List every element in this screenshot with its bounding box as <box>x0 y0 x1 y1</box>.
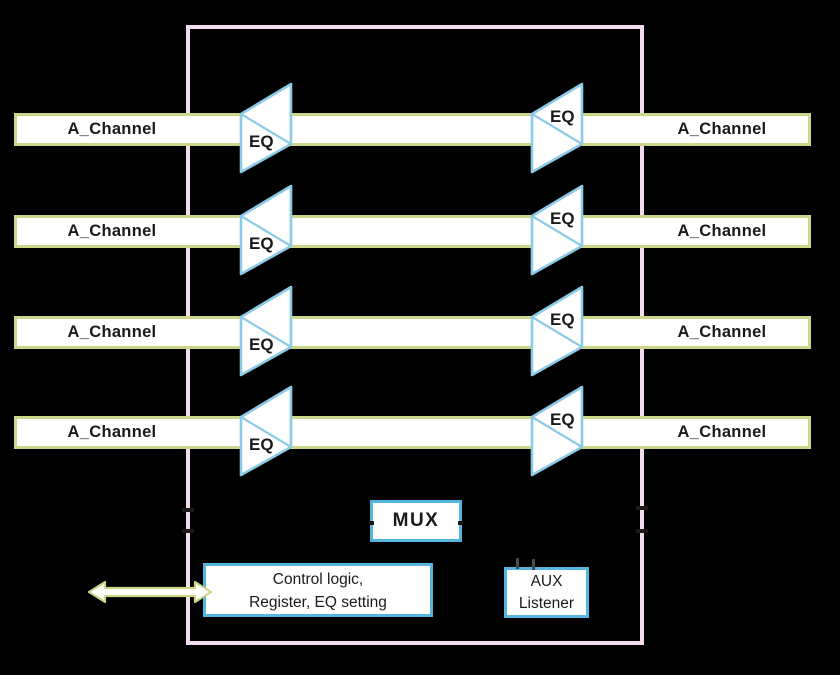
eq-block-right: EQ <box>530 285 584 377</box>
eq-block-right: EQ <box>530 385 584 477</box>
eq-label: EQ <box>249 435 274 454</box>
channel-row: A_Channel A_Channel EQ EQ <box>0 184 840 276</box>
control-logic-line2: Register, EQ setting <box>249 594 387 611</box>
eq-block-right: EQ <box>530 184 584 276</box>
eq-block-left: EQ <box>239 82 293 174</box>
control-logic-line1: Control logic, <box>272 571 364 588</box>
line-crossing-tick <box>182 508 194 512</box>
channel-label-left: A_Channel <box>67 323 157 341</box>
line-crossing-tick <box>182 529 194 533</box>
channel-label-right: A_Channel <box>677 323 767 341</box>
channel-label-left: A_Channel <box>67 222 157 240</box>
channel-bus-bar <box>14 113 811 146</box>
channel-bus-bar <box>14 316 811 349</box>
line-crossing-tick <box>369 521 374 525</box>
line-crossing-tick <box>636 506 648 510</box>
channel-label-left: A_Channel <box>67 120 157 138</box>
eq-label: EQ <box>249 234 274 253</box>
line-crossing-tick <box>516 558 519 569</box>
mux-label: MUX <box>392 510 440 531</box>
aux-line2: Listener <box>518 595 575 612</box>
eq-label: EQ <box>550 310 575 329</box>
bidirectional-arrow-icon <box>87 580 213 604</box>
eq-label: EQ <box>550 410 575 429</box>
eq-block-right: EQ <box>530 82 584 174</box>
line-crossing-tick <box>636 529 648 533</box>
line-crossing-tick <box>532 559 535 570</box>
aux-line1: AUX <box>530 573 563 590</box>
channel-label-right: A_Channel <box>677 120 767 138</box>
channel-row: A_Channel A_Channel EQ EQ <box>0 285 840 377</box>
control-logic-box: Control logic, Register, EQ setting <box>203 563 433 617</box>
eq-label: EQ <box>550 209 575 228</box>
channel-row: A_Channel A_Channel EQ EQ <box>0 82 840 174</box>
mux-box: MUX <box>370 500 462 542</box>
eq-block-left: EQ <box>239 285 293 377</box>
eq-label: EQ <box>249 132 274 151</box>
channel-label-left: A_Channel <box>67 423 157 441</box>
channel-label-right: A_Channel <box>677 423 767 441</box>
eq-label: EQ <box>550 107 575 126</box>
eq-label: EQ <box>249 335 274 354</box>
channel-row: A_Channel A_Channel EQ EQ <box>0 385 840 477</box>
eq-block-left: EQ <box>239 184 293 276</box>
eq-block-left: EQ <box>239 385 293 477</box>
channel-bus-bar <box>14 416 811 449</box>
channel-label-right: A_Channel <box>677 222 767 240</box>
aux-listener-box: AUX Listener <box>504 567 589 618</box>
channel-bus-bar <box>14 215 811 248</box>
line-crossing-tick <box>458 521 463 525</box>
